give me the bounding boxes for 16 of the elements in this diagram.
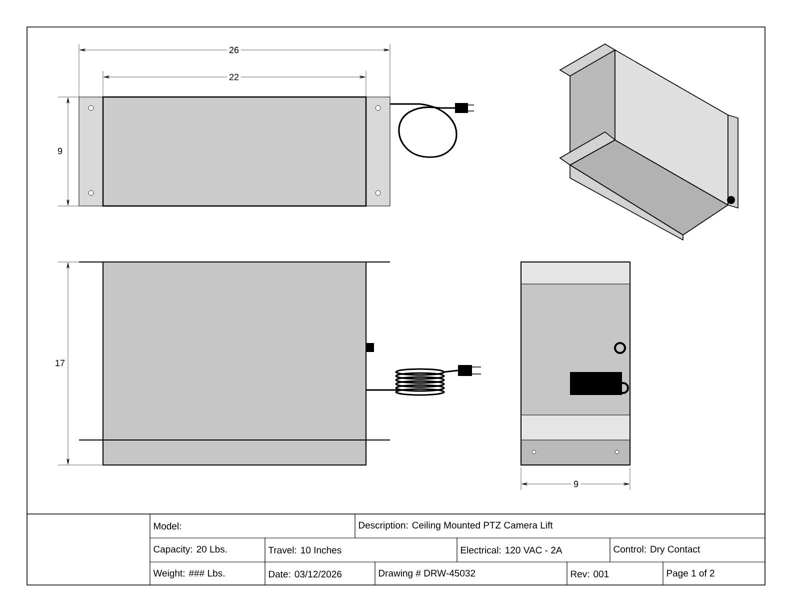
- dimension-text: 9: [572, 478, 580, 490]
- title-block-field: Weight: ### Lbs.: [153, 570, 224, 578]
- title-block-field: Model:: [154, 522, 181, 530]
- title-block-field: Control: Dry Contact: [614, 546, 700, 554]
- dimension-text: 22: [227, 72, 242, 82]
- title-block-field: Capacity: 20 Lbs.: [154, 546, 227, 554]
- title-block-field: Travel: 10 Inches: [268, 546, 342, 554]
- title-block-field: Electrical: 120 VAC - 2A: [461, 546, 562, 554]
- title-block-field: Page 1 of 2: [667, 570, 714, 578]
- dimension-text: 17: [53, 358, 68, 368]
- title-block-field: Date: 03/12/2026: [269, 570, 342, 578]
- dimension-text: 9: [56, 146, 64, 156]
- dimension-text: 26: [227, 44, 242, 56]
- title-block-field: Drawing # DRW-45032: [379, 570, 476, 578]
- title-block-field: Description: Ceiling Mounted PTZ Camera Lift: [359, 522, 553, 530]
- title-block-field: Rev: 001: [571, 570, 609, 578]
